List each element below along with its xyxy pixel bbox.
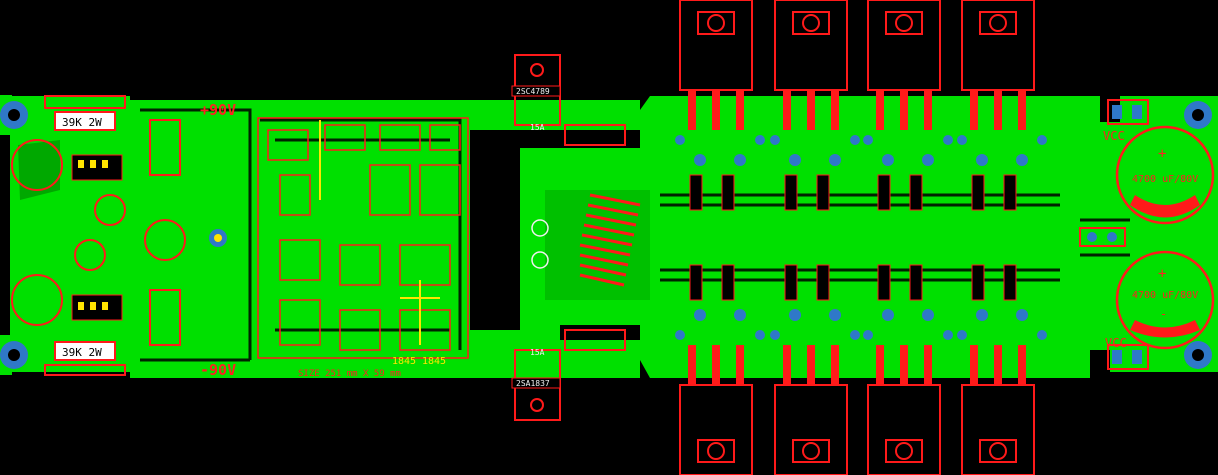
filter-cap-top: + 4700 uF/80V	[1115, 125, 1215, 225]
resistor-label-top: 39K 2W	[62, 116, 102, 129]
mounting-hole	[1184, 101, 1212, 129]
output-transistor	[679, 384, 753, 475]
resistor-label-bottom: 39K 2W	[62, 346, 102, 359]
cap-bottom-value: 4700 uF/80V	[1132, 290, 1198, 301]
small-signal-section: 1845 1845	[209, 117, 469, 367]
cap-bottom-minus: -	[1160, 307, 1167, 321]
driver-bottom: 2SA1837 15A	[511, 329, 626, 421]
mounting-hole	[0, 101, 28, 129]
mounting-holes	[0, 101, 1212, 369]
output-transistors-top	[679, 0, 1035, 91]
negative-rail-label: -90V	[200, 361, 236, 379]
filter-capacitors: + 4700 uF/80V + 4700 uF/80V - VCC VCC	[1079, 99, 1215, 370]
driver-top-tag: 15A	[530, 123, 545, 132]
vcc-top-label: VCC	[1103, 129, 1125, 143]
board-copper-pour	[0, 95, 1218, 378]
output-coil	[531, 193, 641, 287]
output-transistor	[867, 0, 941, 91]
board-size-note: SIZE 251 mm X 59 mm	[298, 369, 401, 379]
output-transistor	[961, 0, 1035, 91]
filter-cap-bottom: + 4700 uF/80V -	[1115, 250, 1215, 350]
left-psu-section: 39K 2W 39K 2W	[11, 95, 186, 376]
mounting-hole	[1184, 341, 1212, 369]
output-transistor	[774, 0, 848, 91]
output-transistor	[774, 384, 848, 475]
cap-bottom-plus: +	[1158, 266, 1166, 282]
driver-top: 2SC4789 15A	[511, 54, 626, 146]
mounting-hole	[0, 341, 28, 369]
output-transistors-bottom	[679, 384, 1035, 475]
transistor-label-1845b: 1845	[422, 356, 446, 367]
driver-bottom-label: 2SA1837	[516, 379, 550, 388]
emitter-resistor-banks	[675, 135, 1047, 340]
output-transistor	[961, 384, 1035, 475]
cap-top-plus: +	[1158, 146, 1166, 162]
positive-rail-label: +90V	[200, 101, 236, 119]
transistor-legs	[688, 90, 1026, 385]
vcc-bottom-label: VCC	[1105, 336, 1127, 350]
cap-top-value: 4700 uF/80V	[1132, 174, 1198, 185]
driver-top-label: 2SC4789	[516, 87, 550, 96]
transistor-label-1845a: 1845	[392, 356, 416, 367]
output-transistor	[867, 384, 941, 475]
driver-bottom-tag: 15A	[530, 348, 545, 357]
output-transistor	[679, 0, 753, 91]
